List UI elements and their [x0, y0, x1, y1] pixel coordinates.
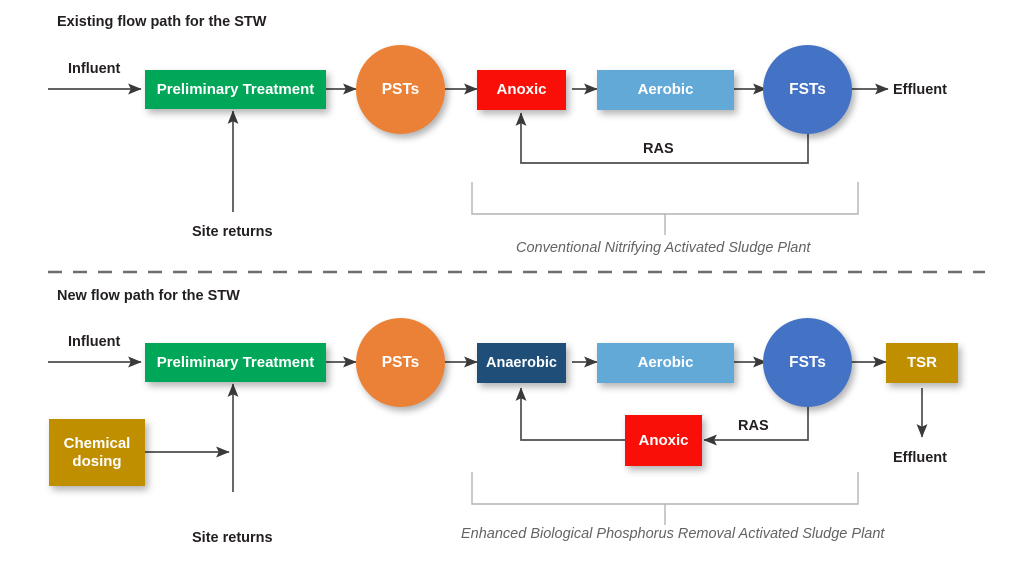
- node-label: Anoxic: [496, 81, 547, 99]
- node-label: FSTs: [789, 353, 826, 371]
- ras-return-path-bottom: [703, 398, 809, 446]
- ras-return-path-top: [515, 112, 809, 164]
- label-influent-bottom: Influent: [68, 334, 121, 350]
- node-anoxic-top[interactable]: Anoxic: [477, 70, 566, 110]
- node-label: Anaerobic: [486, 354, 557, 371]
- node-chemical-dosing[interactable]: Chemical dosing: [49, 419, 145, 486]
- node-tsr[interactable]: TSR: [886, 343, 958, 383]
- node-psts-bottom[interactable]: PSTs: [356, 318, 445, 407]
- bottom-section-title: New flow path for the STW: [57, 288, 240, 304]
- label-effluent-bottom: Effluent: [893, 450, 947, 466]
- node-aerobic-bottom[interactable]: Aerobic: [597, 343, 734, 383]
- node-label-line2: dosing: [72, 452, 122, 470]
- label-site-returns-top: Site returns: [192, 224, 273, 240]
- node-label: Aerobic: [637, 81, 694, 99]
- node-fsts-top[interactable]: FSTs: [763, 45, 852, 134]
- bracket-bottom: [471, 472, 859, 505]
- caption-bottom: Enhanced Biological Phosphorus Removal A…: [461, 526, 885, 542]
- label-ras-bottom: RAS: [738, 418, 769, 434]
- top-section-title: Existing flow path for the STW: [57, 14, 267, 30]
- caption-top: Conventional Nitrifying Activated Sludge…: [516, 240, 811, 256]
- bracket-top: [471, 182, 859, 215]
- node-label: Anoxic: [638, 431, 689, 449]
- node-label: Preliminary Treatment: [156, 80, 315, 98]
- node-preliminary-treatment-bottom[interactable]: Preliminary Treatment: [145, 343, 326, 382]
- node-label-line1: Chemical: [63, 435, 131, 453]
- node-label: PSTs: [381, 353, 420, 371]
- label-influent-top: Influent: [68, 61, 121, 77]
- label-ras-top: RAS: [643, 141, 674, 157]
- node-fsts-bottom[interactable]: FSTs: [763, 318, 852, 407]
- node-label: FSTs: [789, 80, 826, 98]
- node-label: PSTs: [381, 80, 420, 98]
- node-label: Preliminary Treatment: [156, 353, 315, 371]
- node-label: TSR: [907, 354, 937, 372]
- node-anaerobic[interactable]: Anaerobic: [477, 343, 566, 383]
- label-site-returns-bottom: Site returns: [192, 530, 273, 546]
- node-label: Aerobic: [637, 354, 694, 372]
- anoxic-to-anaerobic-path: [515, 387, 625, 441]
- node-preliminary-treatment-top[interactable]: Preliminary Treatment: [145, 70, 326, 109]
- label-effluent-top: Effluent: [893, 82, 947, 98]
- node-anoxic-bottom[interactable]: Anoxic: [625, 415, 702, 466]
- node-psts-top[interactable]: PSTs: [356, 45, 445, 134]
- node-aerobic-top[interactable]: Aerobic: [597, 70, 734, 110]
